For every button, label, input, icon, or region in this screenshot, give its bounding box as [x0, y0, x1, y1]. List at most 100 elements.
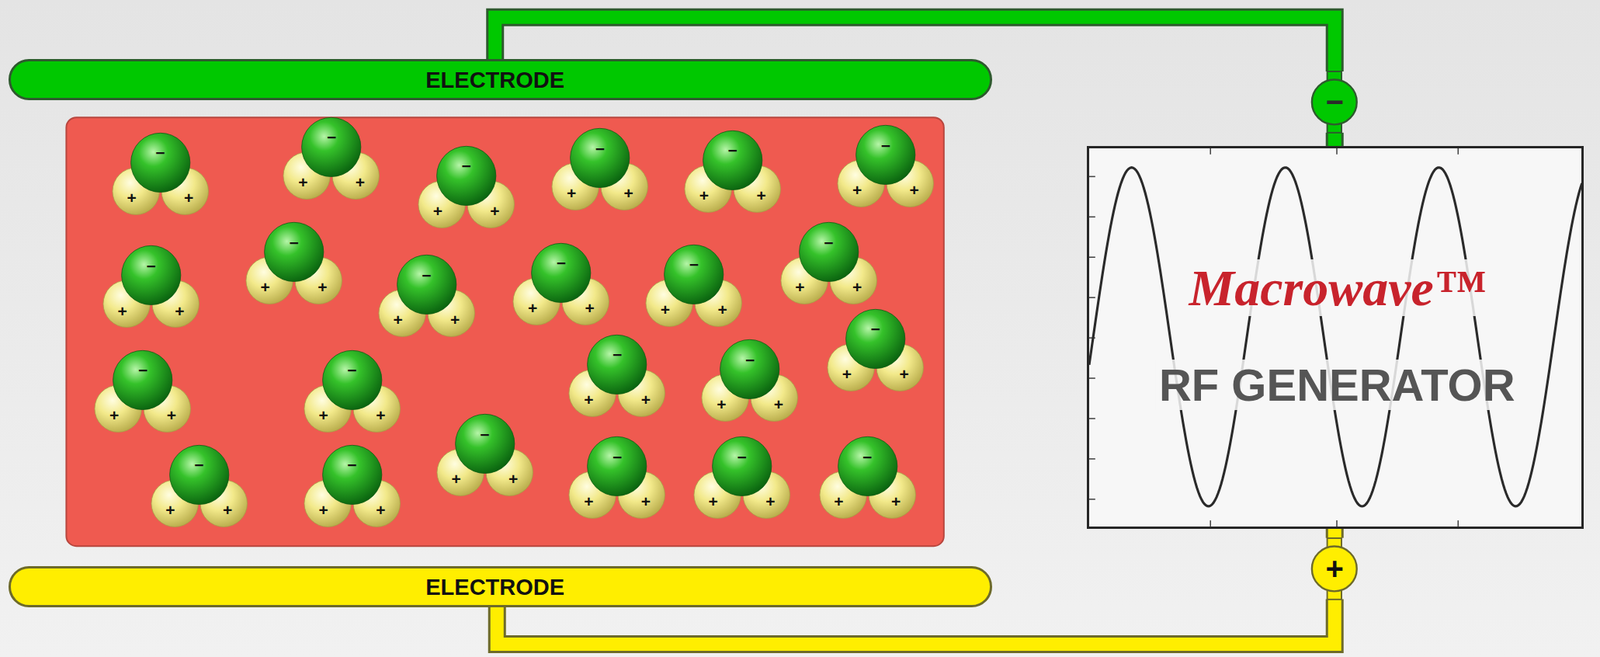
charge-sign: +	[641, 492, 651, 511]
charge-sign: −	[595, 138, 605, 157]
oxygen-atom	[587, 437, 647, 497]
charge-sign: +	[717, 300, 727, 319]
text-slot: −	[138, 360, 148, 378]
text-slot: −	[745, 350, 755, 368]
text-slot: +	[392, 311, 403, 328]
rf-generator-box: Macrowave™RF GENERATOR	[1086, 145, 1584, 529]
text-slot: +	[660, 301, 670, 318]
text-slot: +	[716, 395, 726, 413]
wire-outline	[1325, 528, 1344, 538]
oxygen-atom	[130, 132, 190, 192]
text-slot: +	[126, 188, 136, 205]
charge-sign: −	[347, 455, 357, 474]
charge-sign: +	[260, 277, 271, 296]
water-molecule: −++	[148, 444, 250, 532]
text-slot: +	[319, 406, 329, 423]
oxygen-atom	[301, 117, 361, 177]
negative-terminal: −	[1305, 71, 1364, 133]
axis-tick	[1089, 296, 1096, 299]
charge-sign: +	[433, 201, 443, 219]
oxygen-atom	[798, 222, 858, 282]
text-slot: +	[624, 184, 634, 202]
charge-sign: +	[708, 492, 719, 511]
oxygen-atom	[703, 130, 763, 190]
charge-sign: +	[508, 469, 518, 488]
water-molecule: −++	[690, 435, 793, 524]
text-slot: +	[174, 301, 184, 319]
oxygen-atom	[664, 244, 724, 304]
charge-sign: +	[852, 180, 862, 199]
oxygen-atom	[169, 444, 229, 504]
charge-sign: −	[145, 256, 156, 275]
charge-sign: +	[375, 499, 386, 518]
waveform-display	[1089, 148, 1582, 527]
text-slot: +	[298, 173, 308, 190]
charge-sign: −	[881, 135, 891, 154]
water-molecule: −++	[242, 221, 345, 309]
charge-sign: +	[319, 405, 329, 424]
text-slot: +	[566, 184, 577, 202]
charge-sign: +	[451, 469, 461, 488]
axis-tick	[1457, 520, 1459, 527]
positive-terminal: +	[1305, 537, 1364, 600]
charge-sign: +	[317, 277, 327, 296]
text-slot: −	[595, 139, 605, 157]
text-slot: +	[375, 500, 386, 518]
oxygen-atom	[587, 334, 647, 394]
charge-sign: +	[852, 277, 862, 296]
text-slot: −	[612, 447, 622, 465]
oxygen-atom	[322, 444, 382, 504]
charge-sign: +	[165, 499, 175, 518]
water-molecule: − + +	[565, 435, 668, 524]
water-molecule: − + +	[91, 349, 194, 438]
sine-wave	[1089, 167, 1582, 507]
text-slot: −	[556, 253, 566, 271]
axis-tick	[1336, 148, 1338, 155]
charge-sign: +	[109, 405, 119, 424]
water-molecule: −++	[433, 413, 536, 501]
oxygen-atom	[846, 308, 906, 368]
text-slot: +	[717, 301, 727, 318]
charge-sign: +	[298, 172, 308, 191]
charge-sign: +	[585, 298, 595, 316]
charge-sign: +	[118, 301, 128, 320]
charge-sign: +	[756, 186, 766, 205]
charge-sign: +	[166, 405, 177, 424]
polarity-sign: −	[1325, 84, 1344, 119]
text-slot: −	[421, 266, 431, 283]
text-slot: +	[641, 492, 651, 510]
charge-sign: +	[583, 492, 594, 511]
oxygen-atom	[322, 350, 382, 410]
wire-outline	[1325, 132, 1344, 146]
charge-sign: −	[556, 253, 566, 271]
text-slot: +	[527, 298, 538, 316]
text-slot: +	[260, 278, 271, 296]
text-slot: −	[871, 320, 881, 337]
electrode-plate: ELECTRODE	[8, 565, 993, 608]
water-molecule: −++	[642, 243, 745, 332]
text-slot: +	[375, 406, 386, 423]
charge-sign: −	[862, 447, 872, 466]
text-slot: −	[347, 456, 357, 473]
electrode-plate: ELECTRODE	[8, 59, 993, 101]
axis-tick	[1209, 520, 1212, 527]
oxygen-atom	[570, 128, 630, 188]
charge-sign: +	[833, 492, 844, 511]
axis-tick	[1089, 256, 1096, 258]
wire	[1328, 528, 1342, 538]
text-slot: Macrowave™	[1186, 262, 1489, 314]
axis-tick	[1089, 458, 1096, 460]
text-slot: +	[773, 395, 784, 413]
electrode-label: ELECTRODE	[425, 573, 565, 599]
text-slot: +	[183, 188, 194, 205]
text-slot: +	[317, 278, 327, 296]
axis-tick	[1209, 148, 1212, 155]
text-slot: +	[166, 406, 177, 423]
charge-sign: +	[319, 499, 329, 518]
charge-sign: −	[728, 141, 738, 160]
charge-sign: −	[461, 156, 472, 174]
water-molecule: −++	[301, 349, 403, 438]
charge-sign: +	[773, 395, 784, 414]
text-slot: −	[736, 447, 747, 465]
